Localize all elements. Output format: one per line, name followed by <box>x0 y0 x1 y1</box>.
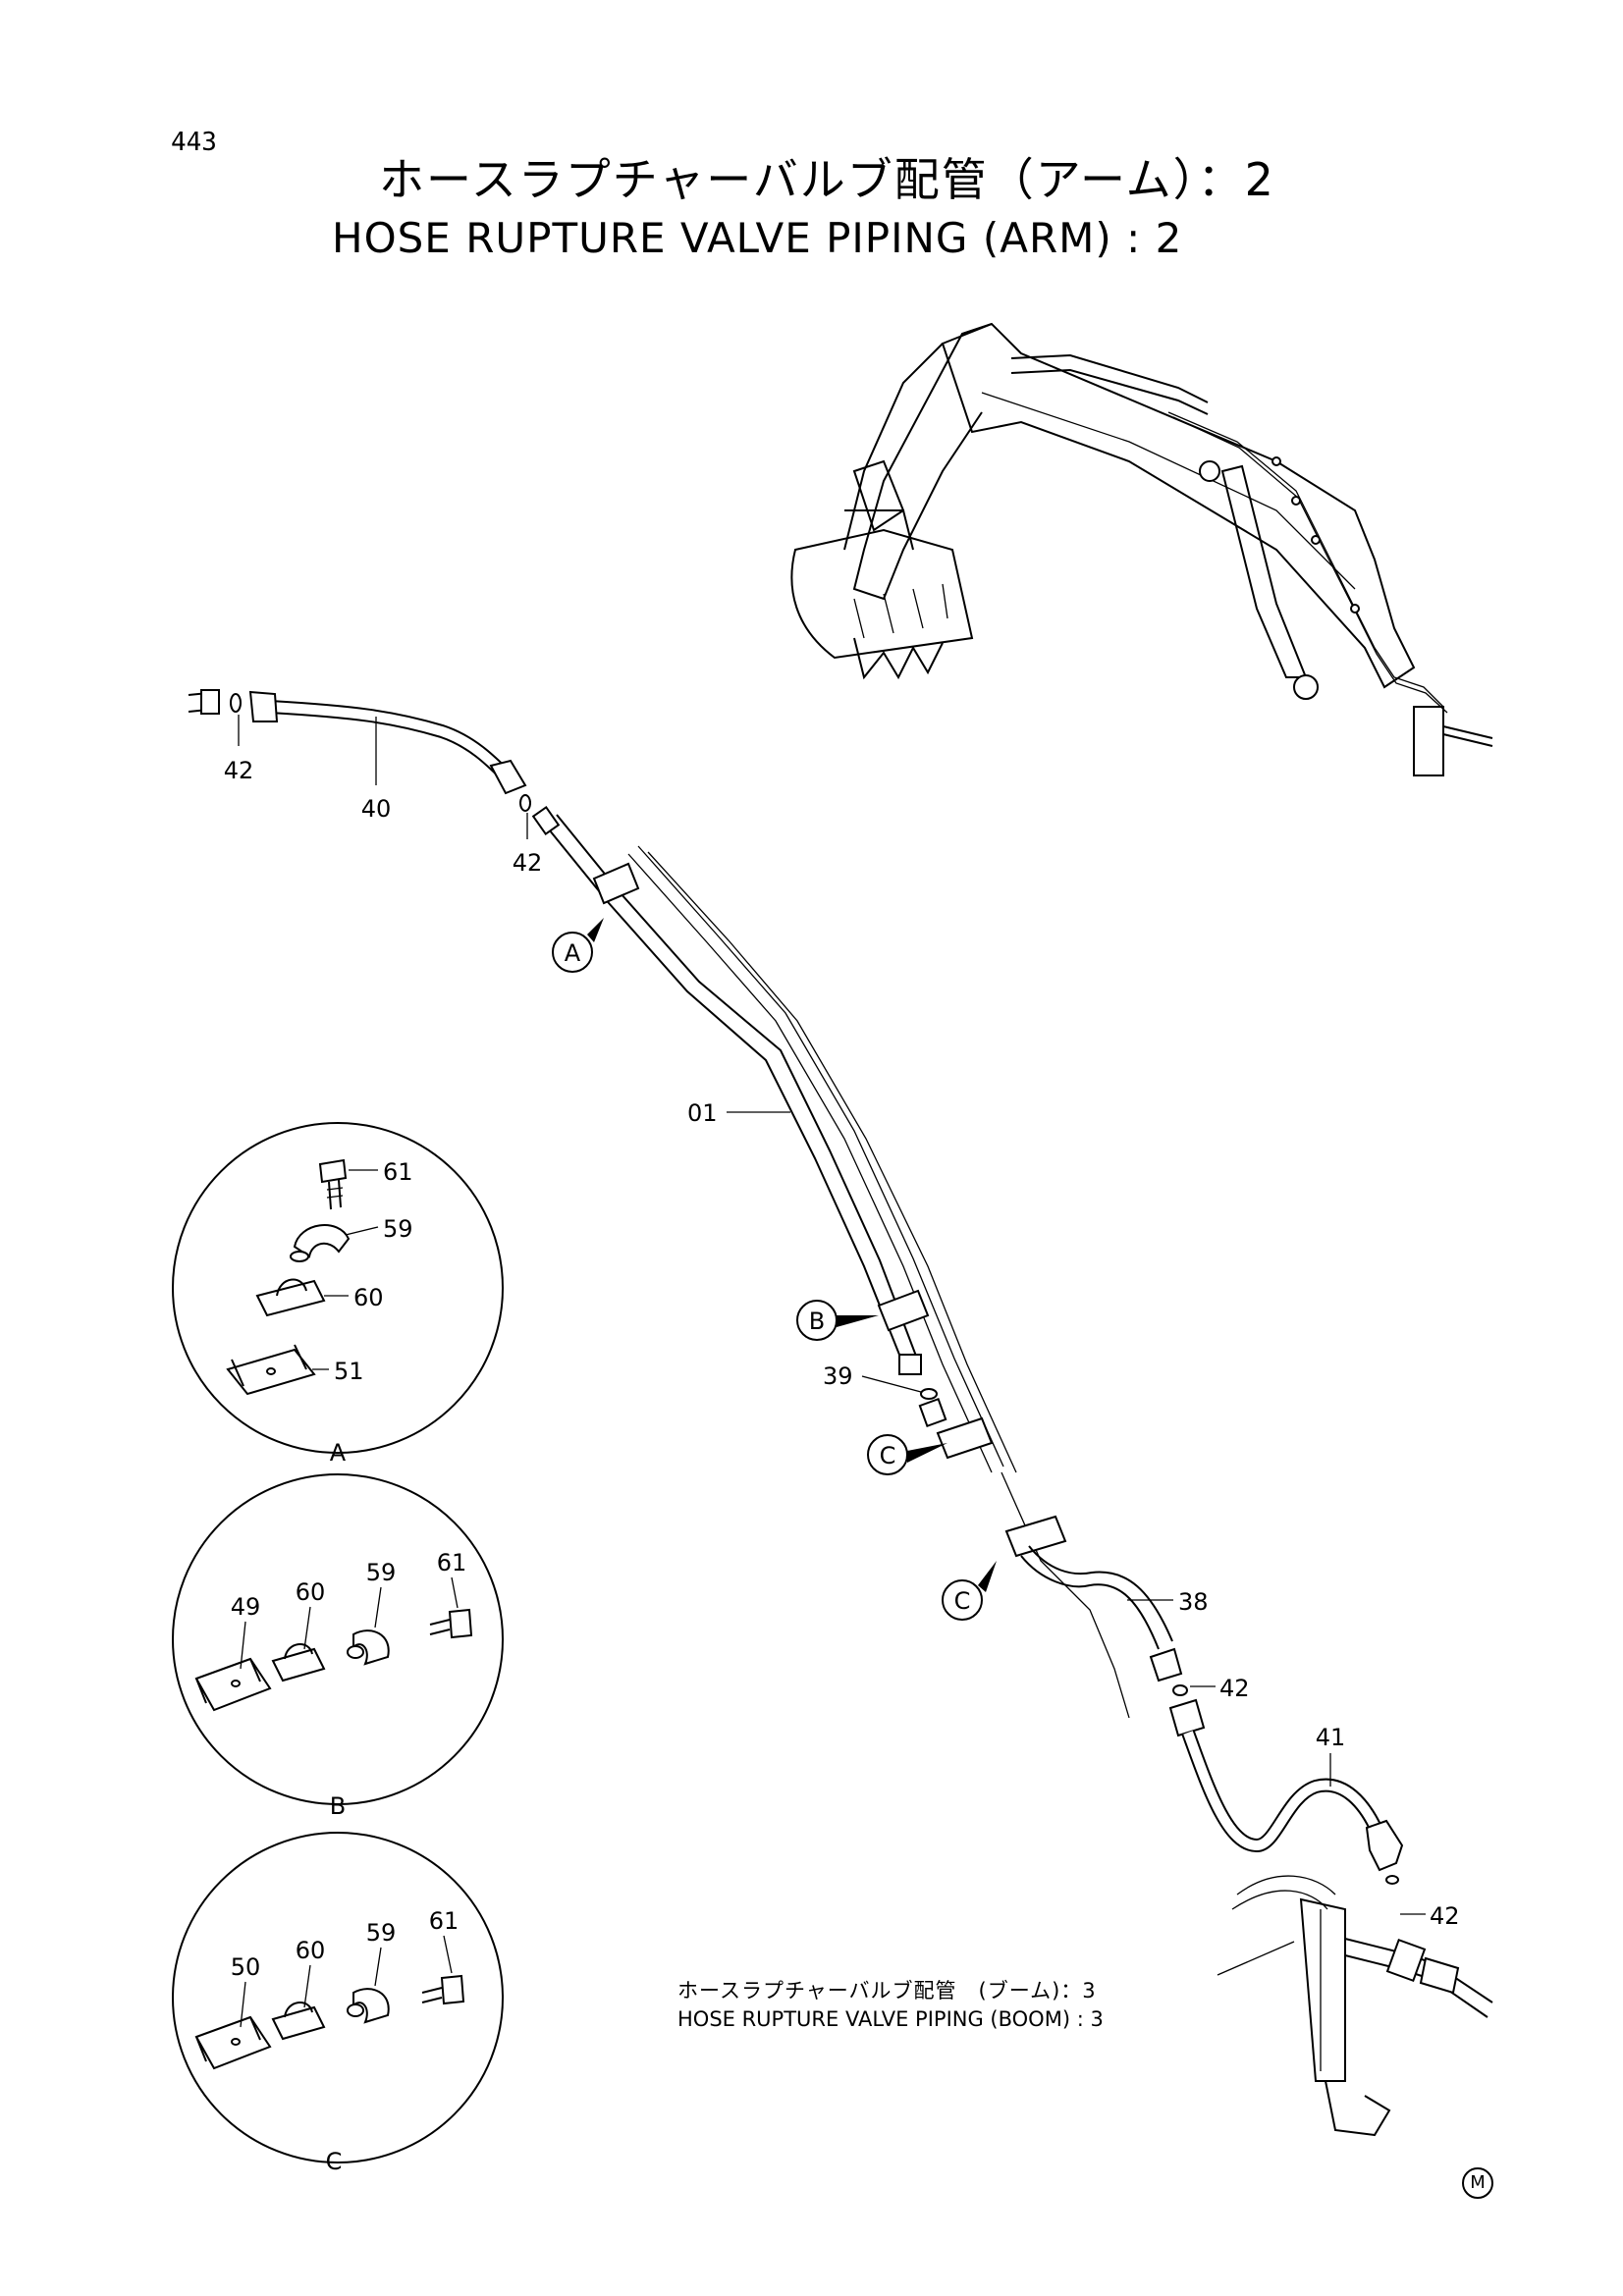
part-label-42-mid: 42 <box>1190 1675 1250 1702</box>
svg-text:49: 49 <box>231 1593 261 1621</box>
svg-text:42: 42 <box>1430 1902 1460 1930</box>
svg-text:61: 61 <box>437 1549 467 1576</box>
part-label-42-left: 42 <box>224 715 254 784</box>
detail-a: 61 59 60 51 A <box>172 1122 504 1467</box>
part-label-39: 39 <box>823 1362 922 1393</box>
part-label-01: 01 <box>687 1099 790 1127</box>
svg-text:61: 61 <box>429 1907 460 1935</box>
circled-m-mark: M <box>1462 2167 1493 2199</box>
svg-text:42: 42 <box>513 849 543 877</box>
svg-text:59: 59 <box>366 1559 397 1586</box>
svg-text:61: 61 <box>383 1158 413 1186</box>
part-label-41: 41 <box>1316 1724 1346 1787</box>
svg-text:60: 60 <box>353 1284 384 1311</box>
callout-a: A <box>552 918 604 973</box>
part-label-42-right: 42 <box>1400 1902 1460 1930</box>
callout-b: B <box>796 1300 879 1341</box>
callout-c1: C <box>867 1434 947 1475</box>
note-leader-line <box>1217 1941 1295 1976</box>
svg-text:50: 50 <box>231 1953 261 1981</box>
svg-text:60: 60 <box>296 1937 326 1964</box>
part-label-38: 38 <box>1127 1588 1209 1616</box>
svg-text:C: C <box>954 1587 971 1615</box>
svg-text:C: C <box>326 2148 343 2175</box>
svg-text:40: 40 <box>361 795 392 823</box>
svg-text:59: 59 <box>383 1215 413 1243</box>
svg-text:01: 01 <box>687 1099 718 1127</box>
svg-text:A: A <box>565 939 581 967</box>
svg-text:42: 42 <box>224 757 254 784</box>
page-number: 443 <box>171 128 217 157</box>
svg-text:39: 39 <box>823 1362 853 1390</box>
part-label-40: 40 <box>361 717 392 823</box>
callout-c2: C <box>942 1561 997 1621</box>
svg-text:59: 59 <box>366 1919 397 1947</box>
excavator-overview-illustration <box>790 322 1493 776</box>
arm-piping-assembly <box>188 689 1493 2137</box>
svg-text:C: C <box>880 1442 896 1469</box>
title-japanese: ホースラプチャーバルブ配管（アーム）：2 <box>379 153 1275 206</box>
svg-text:60: 60 <box>296 1578 326 1606</box>
svg-text:B: B <box>809 1308 825 1335</box>
svg-text:B: B <box>330 1792 346 1820</box>
detail-c: 50 60 59 61 C <box>172 1832 504 2175</box>
svg-text:51: 51 <box>334 1358 364 1385</box>
detail-b: 49 60 59 61 B <box>172 1473 504 1820</box>
svg-text:38: 38 <box>1178 1588 1209 1616</box>
title-english: HOSE RUPTURE VALVE PIPING (ARM) : 2 <box>332 214 1183 262</box>
svg-text:42: 42 <box>1219 1675 1250 1702</box>
boom-piping-note-japanese: ホースラプチャーバルブ配管 (ブーム)：3 <box>677 1979 1097 2002</box>
svg-text:A: A <box>330 1439 347 1467</box>
svg-text:41: 41 <box>1316 1724 1346 1751</box>
boom-piping-note-english: HOSE RUPTURE VALVE PIPING (BOOM) : 3 <box>677 2007 1104 2031</box>
part-label-42-top: 42 <box>513 813 543 877</box>
